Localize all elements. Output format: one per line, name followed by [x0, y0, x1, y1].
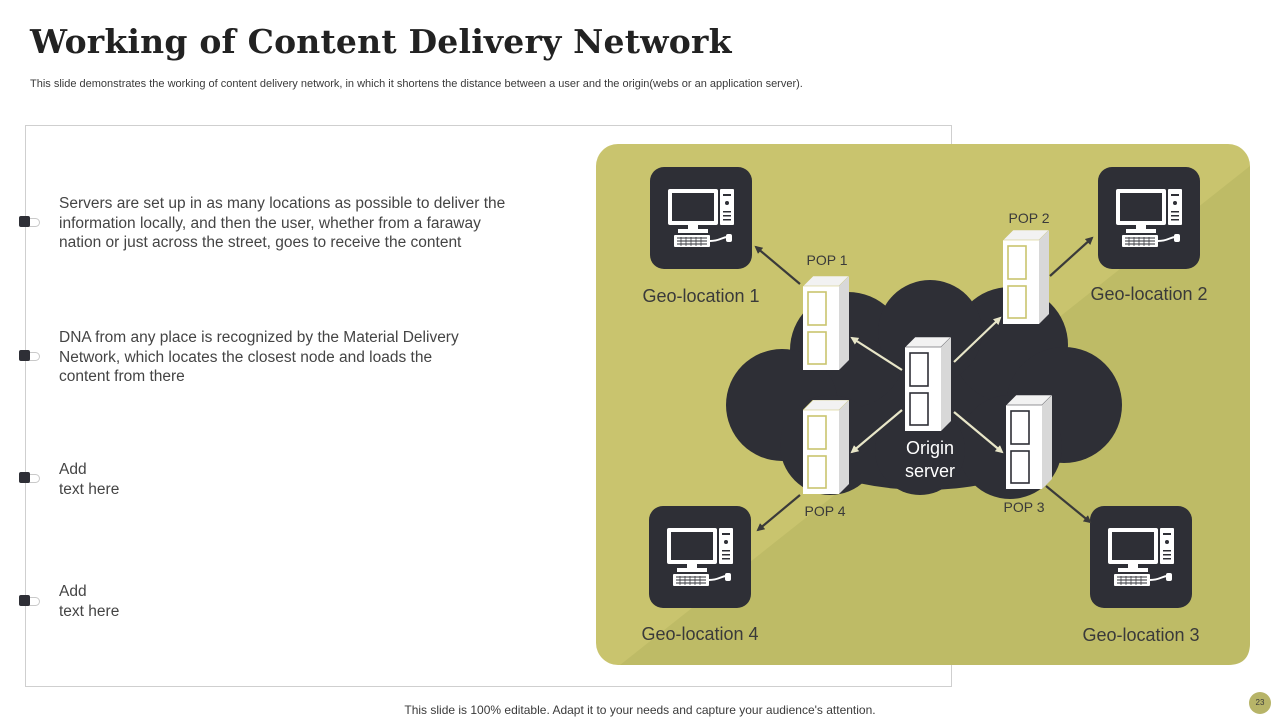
slide-footer: This slide is 100% editable. Adapt it to…: [404, 703, 876, 717]
bullet-3: Add text here: [59, 460, 119, 499]
computer-icon: [666, 527, 734, 587]
arrow-icon: [850, 336, 903, 371]
bullet-2-line-3: content from there: [59, 368, 185, 385]
slide-subtitle: This slide demonstrates the working of c…: [30, 78, 803, 90]
bullet-1-line-1: Servers are set up in as many locations …: [59, 195, 506, 212]
bullet-marker-icon: [19, 595, 41, 607]
origin-label-line-1: Origin: [906, 438, 954, 458]
arrow-icon: [953, 316, 1002, 363]
bullet-3-line-1: Add: [59, 461, 87, 478]
pop-1-label: POP 1: [807, 252, 848, 268]
pop-1-server-icon: [803, 276, 849, 370]
pop-2-label: POP 2: [1009, 210, 1050, 226]
computer-icon: [1107, 527, 1175, 587]
bullet-1: Servers are set up in as many locations …: [59, 194, 505, 253]
pop-4-label: POP 4: [805, 503, 846, 519]
computer-icon: [667, 188, 735, 248]
bullet-2-line-1: DNA from any place is recognized by the …: [59, 329, 459, 346]
slide-title: Working of Content Delivery Network: [30, 22, 732, 61]
geo-location-2-label: Geo-location 2: [1090, 284, 1207, 304]
bullet-4-line-2: text here: [59, 602, 120, 620]
pop-3-label: POP 3: [1004, 499, 1045, 515]
pop-3-server-icon: [1006, 395, 1052, 489]
bullet-2: DNA from any place is recognized by the …: [59, 328, 459, 387]
arrow-icon: [953, 411, 1004, 454]
bullet-1-line-2: information locally, and then the user, …: [59, 214, 481, 232]
bullet-4-line-1: Add: [59, 583, 87, 600]
bullet-marker-icon: [19, 350, 41, 362]
arrow-icon: [850, 409, 903, 454]
bullet-3-line-2: text here: [59, 480, 120, 498]
arrow-icon: [754, 245, 801, 285]
geo-location-4-label: Geo-location 4: [641, 624, 758, 644]
bullet-marker-icon: [19, 472, 41, 484]
arrow-icon: [1049, 236, 1094, 277]
page-number-badge: 23: [1249, 692, 1271, 714]
computer-icon: [1115, 188, 1183, 248]
arrow-icon: [1045, 485, 1092, 524]
bullet-1-line-3: nation or just across the street, goes t…: [59, 234, 462, 251]
origin-label-line-2: server: [905, 461, 955, 481]
pop-2-server-icon: [1003, 230, 1049, 324]
pop-4-server-icon: [803, 400, 849, 494]
arrow-icon: [756, 494, 801, 532]
bullet-2-line-2: Network, which locates the closest node …: [59, 348, 433, 366]
origin-server-icon: [905, 337, 951, 431]
bullet-marker-icon: [19, 216, 41, 228]
geo-location-1-label: Geo-location 1: [642, 286, 759, 306]
bullet-4: Add text here: [59, 582, 119, 621]
geo-location-3-label: Geo-location 3: [1082, 625, 1199, 645]
